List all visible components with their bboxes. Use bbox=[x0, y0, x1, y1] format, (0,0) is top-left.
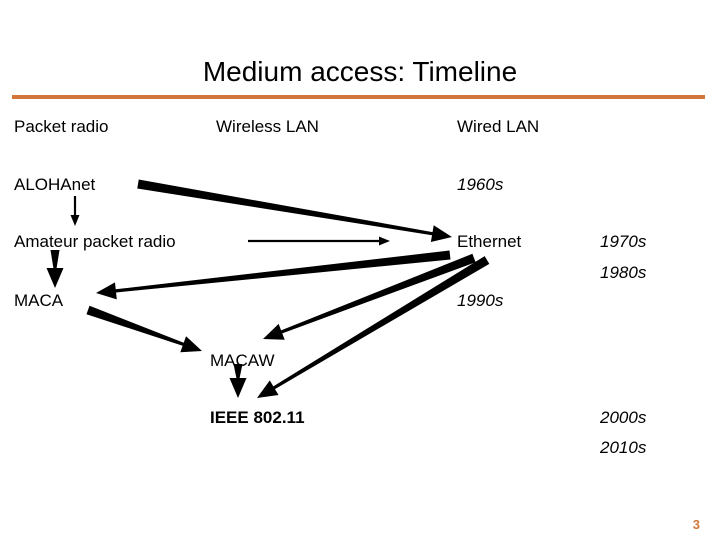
node-amateur-packet-radio: Amateur packet radio bbox=[14, 232, 176, 251]
node-maca: MACA bbox=[14, 291, 64, 310]
arrow-maca-to-macaw bbox=[86, 305, 202, 353]
era-label-2010s: 2010s bbox=[600, 438, 647, 457]
era-label-1960s: 1960s bbox=[457, 175, 504, 194]
arrow-ethernet-to-ieee80211 bbox=[257, 256, 490, 398]
arrow-ethernet-to-macaw bbox=[263, 253, 476, 340]
title-divider-rule bbox=[12, 95, 705, 99]
node-ethernet: Ethernet bbox=[457, 232, 522, 251]
column-header-packet-radio: Packet radio bbox=[14, 117, 109, 136]
arrow-ethernet-to-maca bbox=[96, 250, 451, 300]
node-alohanet: ALOHAnet bbox=[14, 175, 96, 194]
era-label-1990s: 1990s bbox=[457, 291, 504, 310]
era-label-1970s: 1970s bbox=[600, 232, 647, 251]
node-macaw: MACAW bbox=[210, 351, 275, 370]
era-label-2000s: 2000s bbox=[600, 408, 647, 427]
page-number: 3 bbox=[692, 517, 700, 532]
era-label-1980s: 1980s bbox=[600, 263, 647, 282]
column-header-wireless-lan: Wireless LAN bbox=[216, 117, 319, 136]
column-header-wired-lan: Wired LAN bbox=[457, 117, 540, 136]
arrow-amateur-to-maca bbox=[46, 250, 64, 288]
arrow-alohanet-to-amateur bbox=[70, 196, 80, 226]
node-ieee-802-11: IEEE 802.11 bbox=[210, 408, 305, 427]
page-title: Medium access: Timeline bbox=[202, 56, 518, 87]
arrow-alohanet-to-ethernet bbox=[137, 179, 452, 243]
arrow-amateur-to-ethernet bbox=[248, 236, 390, 246]
